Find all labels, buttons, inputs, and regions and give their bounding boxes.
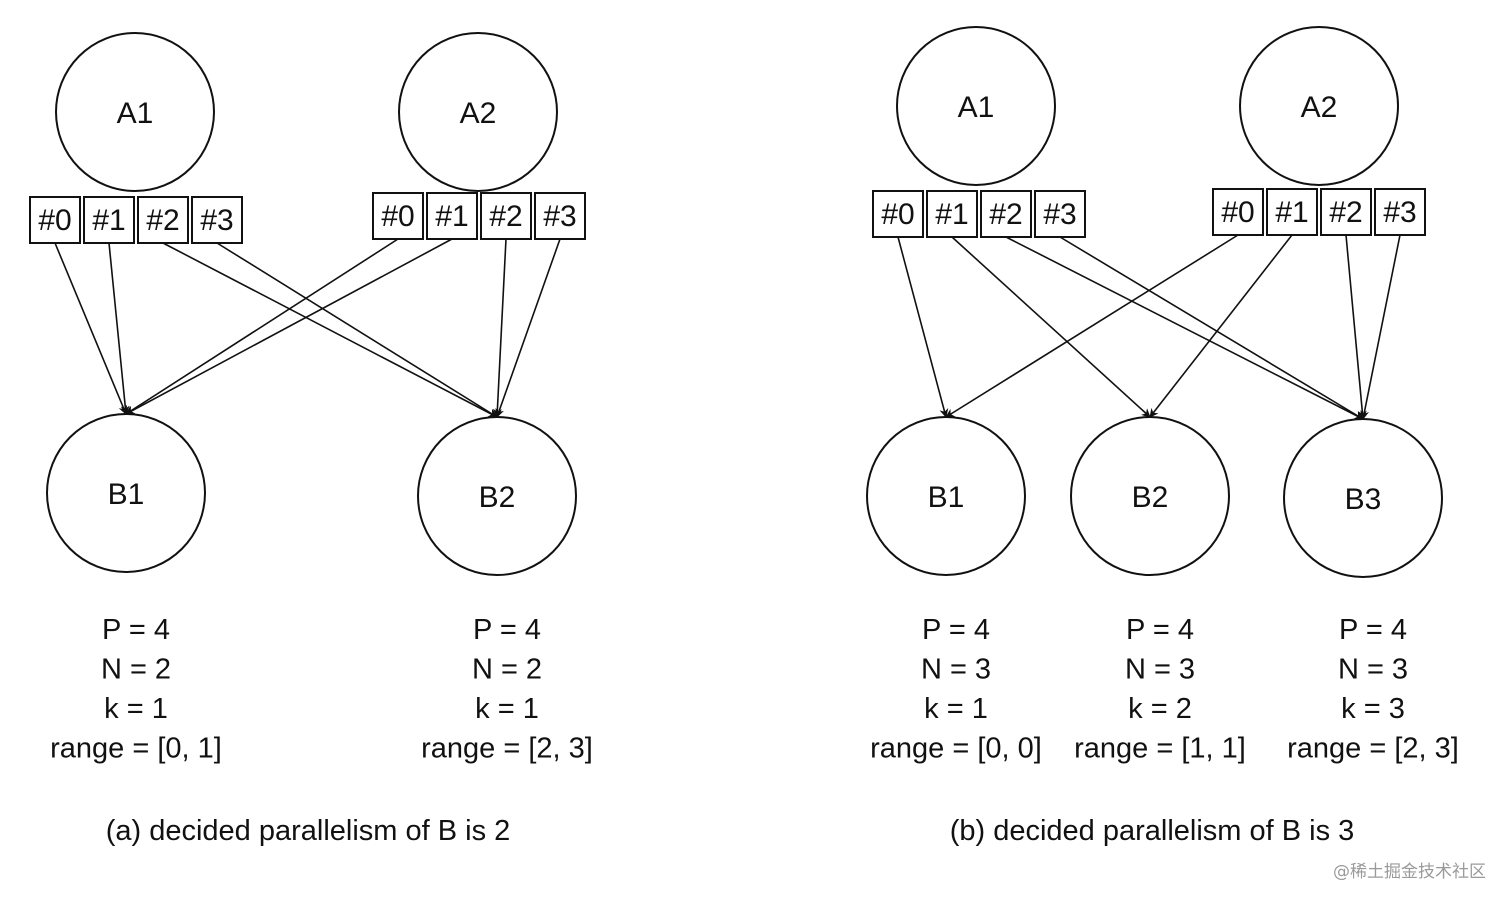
partition-label: #2 — [489, 200, 522, 233]
partition-info-line: range = [0, 0] — [870, 733, 1042, 765]
partition-edge — [945, 234, 1239, 418]
partition-info-line: k = 1 — [475, 693, 539, 725]
partition-label: #0 — [38, 204, 71, 237]
upstream-node-a1 — [55, 32, 215, 192]
partition-edge — [108, 242, 130, 415]
partition-edge — [492, 238, 507, 418]
partition-info-line: P = 4 — [1126, 614, 1194, 646]
partition-info-line: k = 2 — [1128, 693, 1192, 725]
partition-edge — [125, 238, 399, 415]
partition-info-line: range = [0, 1] — [50, 733, 222, 765]
partition-box — [1212, 188, 1264, 236]
partition-box — [1374, 188, 1426, 236]
partition-box — [872, 190, 924, 238]
partition-box — [372, 192, 424, 240]
partition-label: #3 — [543, 200, 576, 233]
partition-info-line: N = 3 — [1125, 654, 1195, 686]
partition-label: #1 — [435, 200, 468, 233]
partition-box — [191, 196, 243, 244]
upstream-node-a2 — [398, 32, 558, 192]
partition-edge — [1345, 234, 1367, 420]
partition-box — [1320, 188, 1372, 236]
partition-edge — [1005, 236, 1364, 420]
partition-box — [83, 196, 135, 244]
panel-caption: (b) decided parallelism of B is 3 — [950, 815, 1355, 847]
partition-info-line: P = 4 — [922, 614, 990, 646]
downstream-node-label: B2 — [1132, 481, 1169, 514]
partition-box — [1034, 190, 1086, 238]
partition-edge — [495, 238, 561, 418]
partition-label: #3 — [200, 204, 233, 237]
partition-box — [534, 192, 586, 240]
partition-label: #3 — [1043, 198, 1076, 231]
partition-edge — [54, 242, 128, 415]
downstream-node-b2 — [417, 416, 577, 576]
partition-edge — [1149, 234, 1293, 418]
partition-info-line: P = 4 — [102, 614, 170, 646]
partition-box — [926, 190, 978, 238]
partition-edge — [125, 238, 453, 415]
partition-info-line: P = 4 — [1339, 614, 1407, 646]
partition-info-line: k = 3 — [1341, 693, 1405, 725]
watermark-text: @稀土掘金技术社区 — [1333, 862, 1486, 882]
partition-info-line: N = 3 — [921, 654, 991, 686]
downstream-node-b2 — [1070, 416, 1230, 576]
partition-box — [980, 190, 1032, 238]
upstream-node-label: A2 — [460, 97, 497, 130]
partition-edge — [897, 236, 949, 418]
downstream-node-label: B1 — [928, 481, 965, 514]
partition-edge — [1360, 234, 1401, 420]
partition-box — [137, 196, 189, 244]
partition-info-line: range = [1, 1] — [1074, 733, 1246, 765]
upstream-node-label: A1 — [958, 91, 995, 124]
partition-edge — [216, 242, 498, 418]
partition-label: #1 — [935, 198, 968, 231]
downstream-node-b3 — [1283, 418, 1443, 578]
partition-box — [29, 196, 81, 244]
partition-box — [480, 192, 532, 240]
downstream-node-b1 — [46, 413, 206, 573]
partition-label: #2 — [146, 204, 179, 237]
partition-edge — [1059, 236, 1364, 420]
partition-box — [426, 192, 478, 240]
upstream-node-label: A2 — [1301, 91, 1338, 124]
upstream-node-a2 — [1239, 26, 1399, 186]
partition-edge — [162, 242, 498, 418]
partition-label: #2 — [1329, 196, 1362, 229]
partition-info-line: range = [2, 3] — [1287, 733, 1459, 765]
partition-label: #3 — [1383, 196, 1416, 229]
partition-label: #2 — [989, 198, 1022, 231]
downstream-node-b1 — [866, 416, 1026, 576]
partition-info-line: P = 4 — [473, 614, 541, 646]
upstream-node-a1 — [896, 26, 1056, 186]
upstream-node-label: A1 — [117, 97, 154, 130]
panel-a — [29, 32, 586, 576]
partition-label: #1 — [92, 204, 125, 237]
edges-layer — [54, 234, 1401, 420]
partition-info-line: N = 2 — [472, 654, 542, 686]
partition-label: #0 — [381, 200, 414, 233]
partition-label: #0 — [1221, 196, 1254, 229]
partition-info-line: N = 2 — [101, 654, 171, 686]
partition-info-line: k = 1 — [104, 693, 168, 725]
partition-edge — [951, 236, 1151, 418]
text-layer: A1 #0 #1 #2 #3 A2 #0 #1 #2 #3B1 P = 4 N = 2 k = 1 ran… — [38, 91, 1459, 847]
partition-label: #0 — [881, 198, 914, 231]
panel-caption: (a) decided parallelism of B is 2 — [106, 815, 511, 847]
partition-info-line: k = 1 — [924, 693, 988, 725]
downstream-node-label: B3 — [1345, 483, 1382, 516]
downstream-node-label: B1 — [108, 478, 145, 511]
partition-info-line: N = 3 — [1338, 654, 1408, 686]
nodes-layer — [29, 26, 1443, 578]
partition-box — [1266, 188, 1318, 236]
partition-info-line: range = [2, 3] — [421, 733, 593, 765]
partition-label: #1 — [1275, 196, 1308, 229]
panel-b — [866, 26, 1443, 578]
downstream-node-label: B2 — [479, 481, 516, 514]
